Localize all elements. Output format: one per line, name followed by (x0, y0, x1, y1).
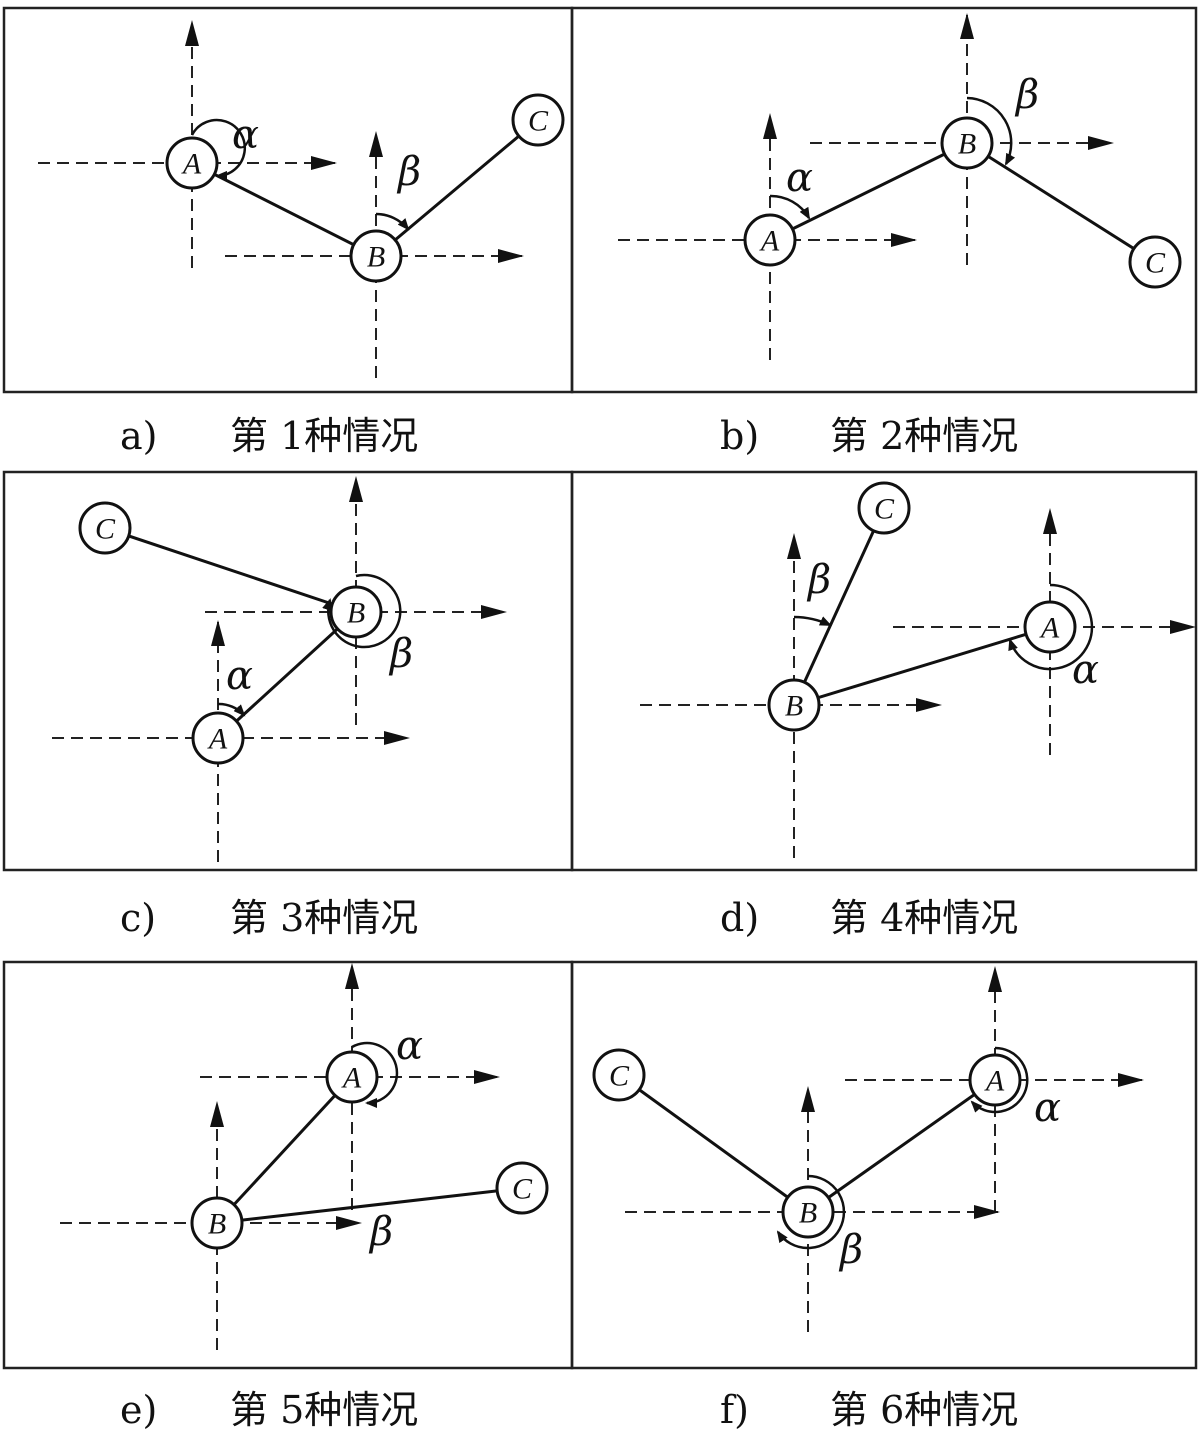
joint-C (857, 481, 911, 535)
panel-frame (2, 960, 574, 1370)
caption-text-d: 第 4种情况 (830, 896, 1018, 940)
alpha-label: α (226, 653, 253, 699)
joint-A-label: A (341, 1062, 362, 1095)
joint-B (767, 678, 821, 732)
joint-A-label: A (984, 1065, 1005, 1098)
caption-text-e: 第 5种情况 (230, 1388, 418, 1432)
panel-frame (570, 960, 1198, 1370)
joint-A (325, 1050, 379, 1104)
joint-B (940, 116, 994, 170)
link-B-C (216, 1186, 523, 1225)
beta-arc (322, 573, 402, 649)
beta-label: β (396, 149, 421, 195)
joint-B-label: B (799, 1197, 817, 1230)
beta-label: β (388, 631, 413, 677)
beta-label: β (838, 1227, 863, 1273)
panel-case-2: A B C α β (570, 6, 1198, 394)
alpha-arc (769, 194, 811, 220)
alpha-label: α (396, 1023, 423, 1069)
joint-A (165, 136, 219, 190)
joint-B-label: B (785, 690, 803, 723)
alpha-label: α (232, 112, 259, 158)
joint-C-label: C (874, 493, 895, 526)
caption-text-f: 第 6种情况 (830, 1388, 1018, 1432)
caption-letter-e: e) (120, 1388, 157, 1432)
joint-A (743, 213, 797, 267)
joint-B-label: B (367, 241, 385, 274)
link-A-B (769, 141, 968, 242)
caption-text-a: 第 1种情况 (230, 414, 418, 458)
joint-B (329, 585, 383, 639)
link-B-C (966, 141, 1156, 264)
joint-C-label: C (609, 1060, 630, 1093)
panel-case-5: A B C α β (2, 960, 574, 1370)
beta-label: β (806, 557, 831, 603)
link-B-C (375, 118, 539, 258)
joint-B-label: B (347, 597, 365, 630)
joint-C (511, 93, 565, 147)
panel-case-1: A B C α β (2, 6, 574, 394)
caption-letter-a: a) (120, 414, 157, 458)
joint-C-label: C (1145, 247, 1166, 280)
alpha-label: α (786, 155, 813, 201)
joint-B (349, 229, 403, 283)
joint-A (968, 1053, 1022, 1107)
alpha-arc (217, 702, 246, 717)
joint-C-label: C (528, 105, 549, 138)
joint-B (190, 1196, 244, 1250)
joint-A (191, 711, 245, 765)
link-B-A (807, 1078, 996, 1214)
joint-A-label: A (759, 225, 780, 258)
captions: a) 第 1种情况 b) 第 2种情况 c) 第 3种情况 d) 第 4种情况 … (120, 414, 1018, 1432)
beta-arc (966, 96, 1016, 166)
caption-letter-c: c) (120, 896, 156, 940)
panel-case-4: B A C β α (570, 470, 1198, 872)
link-B-C (618, 1073, 809, 1214)
alpha-arc (970, 1046, 1029, 1114)
joint-A-label: A (1039, 612, 1060, 645)
joint-B (781, 1185, 835, 1239)
panel-frame (2, 6, 574, 394)
alpha-label: α (1034, 1085, 1061, 1131)
caption-letter-f: f) (720, 1388, 749, 1432)
link-A-B (216, 610, 358, 740)
panel-case-6: A B C α β (570, 960, 1198, 1370)
alpha-arc (1008, 583, 1094, 671)
beta-label: β (368, 1209, 393, 1255)
joint-C-label: C (512, 1173, 533, 1206)
beta-arc (776, 1174, 846, 1250)
link-B-C (792, 507, 886, 706)
alpha-arc (351, 1041, 399, 1108)
alpha-arc (190, 118, 247, 181)
alpha-label: α (1072, 647, 1099, 693)
beta-arc (793, 615, 832, 627)
joint-A-label: A (207, 723, 228, 756)
caption-text-c: 第 3种情况 (230, 896, 418, 940)
caption-letter-b: b) (720, 414, 759, 458)
joint-C-label: C (95, 513, 116, 546)
joint-B-label: B (958, 128, 976, 161)
beta-label: β (1014, 72, 1039, 118)
joint-C (1128, 235, 1182, 289)
joint-C (495, 1161, 549, 1215)
panel-frame (570, 470, 1198, 872)
link-B-A (793, 625, 1051, 707)
caption-text-b: 第 2种情况 (830, 414, 1018, 458)
joint-B-label: B (208, 1208, 226, 1241)
link-B-C (104, 526, 357, 614)
panel-case-3: A B C α β (2, 470, 574, 872)
joint-A-label: A (181, 148, 202, 181)
panel-frame (570, 6, 1198, 394)
joint-C (592, 1048, 646, 1102)
caption-letter-d: d) (720, 896, 759, 940)
beta-arc (375, 212, 410, 231)
link-B-A (215, 1075, 354, 1225)
joint-A (1023, 600, 1077, 654)
joint-C (78, 501, 132, 555)
